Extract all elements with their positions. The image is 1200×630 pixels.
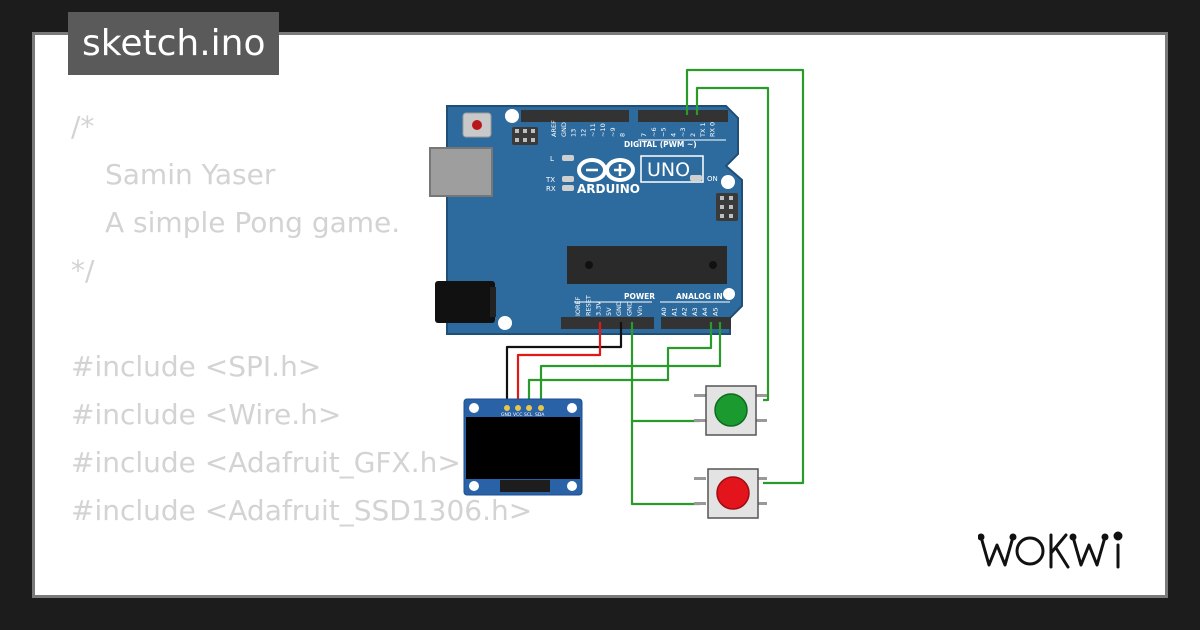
oled-screen <box>466 417 580 479</box>
pin-label: ~9 <box>609 127 617 137</box>
pin-label: RESET <box>584 295 592 316</box>
pin-label: GND <box>560 122 568 137</box>
wires <box>505 68 805 506</box>
pin-label: Vin <box>636 306 644 316</box>
oled-pin-sda: SDA <box>535 412 545 418</box>
pin-label: ~10 <box>599 123 607 137</box>
wire-oled-scl <box>527 322 713 408</box>
pin-label: GND <box>626 301 634 316</box>
code-line: #define UP_BUTTON 2 <box>71 583 532 595</box>
code-line: A simple Pong game. <box>105 206 401 239</box>
pin-label: A1 <box>670 307 678 316</box>
code-preview: /* Samin Yaser A simple Pong game. */ #inclu… <box>71 103 533 595</box>
pin-label: 12 <box>579 129 587 137</box>
wire-red-button <box>685 68 805 485</box>
code-line: #include <SPI.h> <box>71 350 322 383</box>
pin-label: 5V <box>605 307 613 316</box>
oled-pin-vcc: VCC <box>513 412 522 418</box>
led-on-label: ON <box>707 175 718 183</box>
pin-label: ~6 <box>650 127 658 137</box>
led-rx <box>562 185 574 191</box>
analog-header-label: ANALOG IN <box>676 292 723 301</box>
code-line: /* <box>71 110 95 143</box>
green-button[interactable] <box>694 385 767 436</box>
pin-label: 3.3V <box>595 301 603 316</box>
led-l-label: L <box>550 155 554 163</box>
digital-header-left <box>521 110 629 122</box>
power-header-label: POWER <box>624 292 655 301</box>
wire-green-button <box>695 86 770 402</box>
oled-display[interactable]: GND VCC SCL SDA <box>463 398 583 496</box>
arduino-logo <box>577 158 635 182</box>
pin-label: ~3 <box>679 127 687 137</box>
pin-label: RX 0 <box>709 122 717 137</box>
file-title: sketch.ino <box>68 12 280 75</box>
usb-port <box>429 147 493 197</box>
oled-pin-gnd: GND <box>501 412 512 418</box>
arduino-uno-board[interactable]: ARDUINO UNO L TX RX ON DIGITAL (PWM ~) P… <box>429 105 743 335</box>
pin-label: 4 <box>669 133 677 137</box>
digital-header-label: DIGITAL (PWM ~) <box>624 140 697 149</box>
oled-pin-scl: SCL <box>524 412 533 418</box>
wokwi-logo <box>977 527 1148 575</box>
pin-label: A4 <box>701 307 709 316</box>
pin-label: 2 <box>689 133 697 137</box>
pin-label: AREF <box>550 120 558 137</box>
pin-label: A0 <box>660 307 668 316</box>
pin-label: IOREF <box>574 296 582 316</box>
led-tx-label: TX <box>545 176 555 184</box>
wire-oled-sda <box>539 322 722 408</box>
pin-label: A2 <box>681 307 689 316</box>
power-jack <box>435 281 495 323</box>
pin-label: 8 <box>619 133 627 137</box>
led-rx-label: RX <box>546 185 556 193</box>
code-line: #include <Wire.h> <box>71 398 342 431</box>
digital-header-right <box>638 110 728 122</box>
red-button[interactable] <box>694 468 767 519</box>
code-line: #include <Adafruit_SSD1306.h> <box>71 494 533 527</box>
code-line: */ <box>71 254 95 287</box>
code-line: Samin Yaser <box>105 158 276 191</box>
led-tx <box>562 176 574 182</box>
pin-label: 13 <box>570 129 578 137</box>
arduino-brand: ARDUINO <box>577 182 640 196</box>
led-on <box>690 175 702 181</box>
wire-button-gnd-2 <box>630 421 700 506</box>
pin-label: 7 <box>640 133 648 137</box>
pin-label: A5 <box>712 307 720 316</box>
wire-oled-gnd <box>505 322 623 408</box>
pin-label: ~11 <box>589 123 597 137</box>
led-l <box>562 155 574 161</box>
wire-button-gnd-1 <box>630 322 700 423</box>
atmega-chip <box>567 246 727 284</box>
code-line: #include <Adafruit_GFX.h> <box>71 446 461 479</box>
wire-oled-vcc <box>516 322 602 408</box>
power-header <box>561 317 654 329</box>
pin-label: GND <box>615 301 623 316</box>
pin-label: TX 1 <box>699 122 707 138</box>
pin-label: A3 <box>691 307 699 316</box>
arduino-model: UNO <box>647 159 690 181</box>
analog-header <box>661 317 731 329</box>
pin-label: ~5 <box>660 127 668 137</box>
